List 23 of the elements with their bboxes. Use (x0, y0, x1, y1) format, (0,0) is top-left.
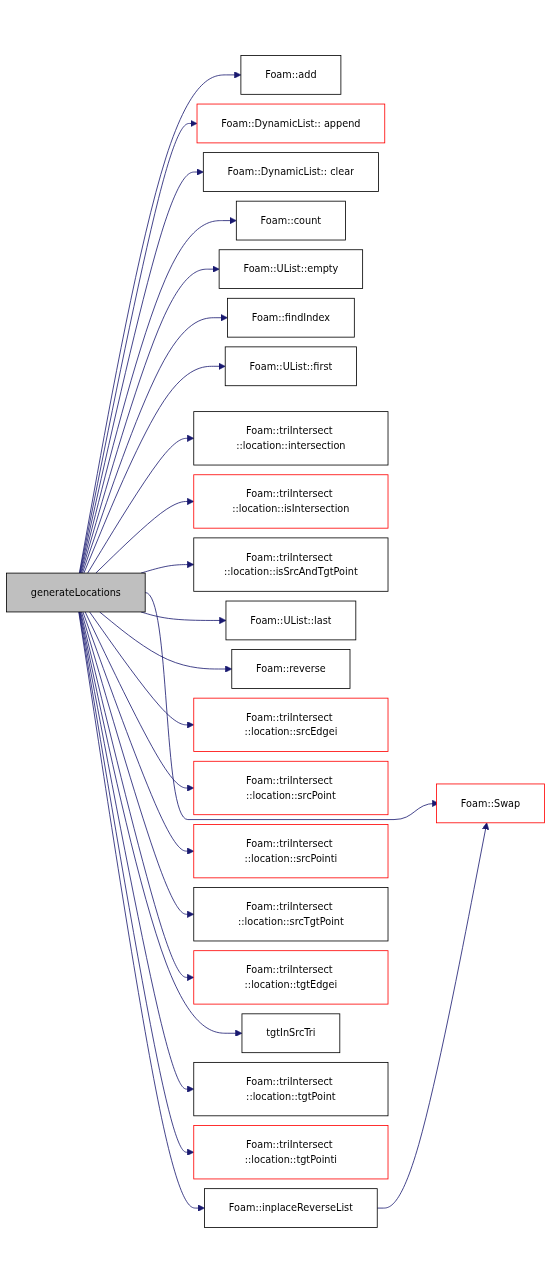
node-box: tgtInSrcTri (241, 1012, 341, 1053)
node-box: Foam::UList::empty (218, 248, 364, 289)
node-box: Foam::inplaceReverseList (204, 1187, 378, 1228)
node-box: Foam::triIntersect ::location::tgtEdgei (193, 949, 389, 1004)
node-box: Foam::triIntersect ::location::intersection (193, 410, 389, 465)
node-box: Foam::triIntersect ::location::srcEdgei (193, 697, 389, 752)
node-box: Foam::DynamicList:: append (196, 103, 386, 143)
node-box: generateLocations (6, 572, 146, 612)
node-box: Foam::UList::first (224, 345, 357, 386)
node-box: Foam::Swap (436, 783, 545, 823)
node-box: Foam::triIntersect ::location::isIntersection (193, 473, 389, 529)
node-box: Foam::add (240, 54, 342, 95)
node-box: Foam::triIntersect ::location::srcPoint (193, 760, 389, 815)
node-box: Foam::count (235, 200, 346, 240)
node-box: Foam::reverse (231, 648, 351, 689)
node-box: Foam::triIntersect ::location::tgtPointi (193, 1124, 389, 1179)
node-box: Foam::triIntersect ::location::tgtPoint (193, 1061, 389, 1116)
node-box: Foam::findIndex (227, 297, 355, 338)
node-box: Foam::triIntersect ::location::isSrcAndTgtPoint (193, 537, 389, 592)
node-box: Foam::UList::last (225, 600, 357, 640)
node-box: Foam::triIntersect ::location::srcTgtPoint (193, 886, 389, 941)
node-box: Foam::DynamicList:: clear (202, 151, 379, 192)
node-box: Foam::triIntersect ::location::srcPointi (193, 823, 389, 878)
